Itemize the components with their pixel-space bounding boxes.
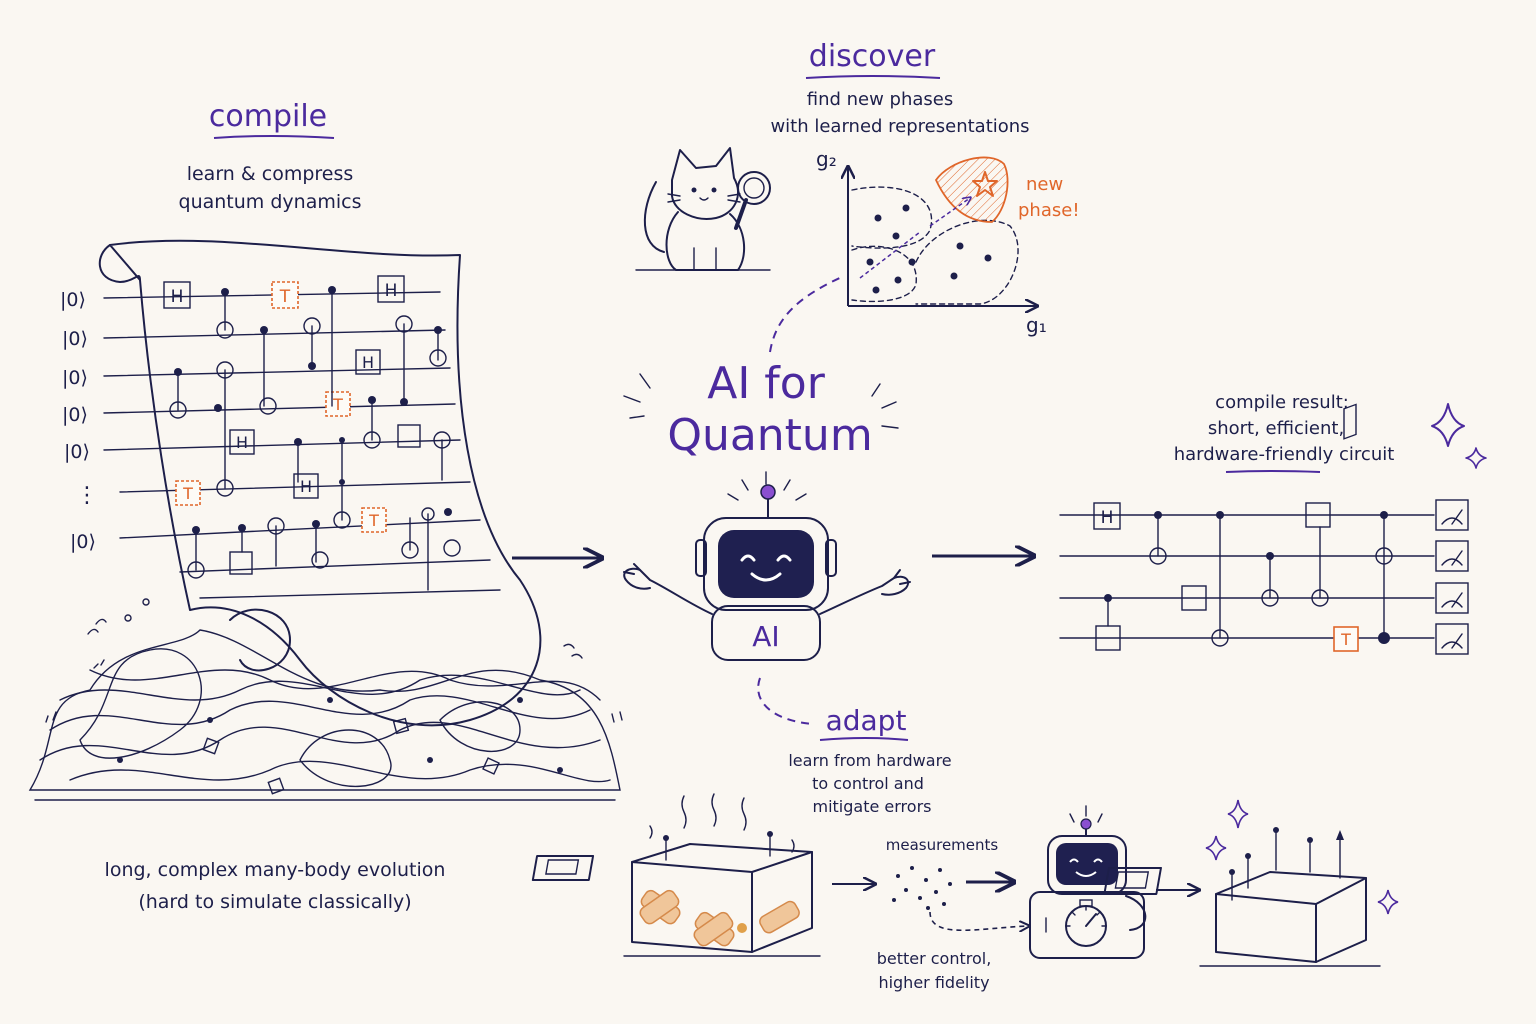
compile-section: compile learn & compress quantum dynamic…: [28, 99, 623, 913]
gate-h-5: H: [300, 477, 312, 496]
discover-subtitle-line1: find new phases: [807, 89, 954, 110]
ket-label-7: |0⟩: [70, 531, 96, 553]
compile-subtitle-line1: learn & compress: [187, 163, 354, 185]
sparkle-icon: [1431, 403, 1465, 447]
robot-chest-label: AI: [752, 620, 779, 653]
center-title-line1: AI for: [707, 358, 825, 409]
gate-h-2: H: [385, 281, 398, 301]
long-circuit-wires: [103, 291, 501, 599]
compile-subtitle-line2: quantum dynamics: [179, 191, 362, 213]
adapt-heading: adapt: [826, 704, 907, 737]
result-caption-underline: [1225, 470, 1321, 473]
circuit-scroll: [98, 239, 542, 727]
new-phase-region: [934, 156, 1009, 223]
ket-label-4: |0⟩: [62, 404, 88, 426]
adapt-subtitle-line2: to control and: [812, 774, 924, 793]
compile-heading-underline: [213, 135, 335, 139]
gate-h-4: H: [236, 433, 248, 452]
gate-h-3: H: [362, 353, 374, 372]
result-caption-line2: short, efficient,: [1208, 418, 1344, 439]
bandaged-chip-box-icon: [531, 793, 813, 953]
sparkle-icon-small: [1465, 447, 1487, 469]
discover-heading: discover: [809, 39, 936, 74]
fixed-chip-box-icon: [1103, 403, 1367, 963]
phase-axis-x-label: g₁: [1026, 313, 1047, 337]
sparkle-icon-adapt-3: [1377, 889, 1399, 915]
compile-heading: compile: [209, 99, 327, 134]
gate-t-3: T: [182, 484, 193, 503]
result-gate-t: T: [1340, 630, 1351, 649]
robot-icon: [1029, 805, 1147, 959]
motion-marks: [45, 598, 623, 723]
center-section: AI for Quantum AI: [623, 358, 911, 661]
ket-label-3: |0⟩: [62, 367, 88, 389]
compile-caption-line1: long, complex many-body evolution: [105, 859, 446, 881]
link-ai-to-adapt: [757, 677, 813, 725]
link-discover-to-ai: [769, 275, 845, 353]
adapt-subtitle-line3: mitigate errors: [813, 797, 932, 816]
dial-icon: [1065, 899, 1107, 947]
gate-t-2: T: [332, 395, 343, 414]
gate-h-1: H: [171, 287, 184, 307]
robot-screen: [718, 530, 814, 598]
adapt-heading-underline: [819, 737, 909, 741]
result-gate-h: H: [1101, 508, 1114, 528]
new-phase-annotation-line2: phase!: [1018, 200, 1080, 221]
adapt-section: adapt learn from hardware to control and…: [531, 403, 1399, 992]
phase-axis-y-label: g₂: [816, 147, 837, 171]
sparkle-icon-adapt-1: [1227, 799, 1249, 829]
result-caption-line1: compile result:: [1215, 392, 1349, 413]
excitement-marks: [623, 373, 899, 429]
ai-robot: AI: [623, 471, 911, 661]
ket-label-2: |0⟩: [62, 328, 88, 350]
result-section: compile result: short, efficient, hardwa…: [1059, 392, 1487, 655]
discover-subtitle-line2: with learned representations: [770, 116, 1029, 137]
gate-t-4: T: [368, 511, 379, 530]
tangled-evolution-pile: [28, 629, 621, 801]
ket-label-1: |0⟩: [60, 289, 86, 311]
phase-diagram: g₂ g₁ new phase!: [816, 147, 1080, 337]
gate-t-1: T: [279, 287, 291, 307]
long-circuit-gates: H T H H T H H T T: [163, 275, 461, 591]
ket-label-ellipsis: ⋮: [76, 483, 98, 508]
sparkle-icon-adapt-2: [1205, 835, 1227, 861]
feedback-link: [929, 911, 1028, 930]
center-title-line2: Quantum: [667, 410, 872, 461]
magnifier-icon: [734, 171, 771, 230]
meter-icon: [1435, 499, 1469, 655]
adapt-outcome-line2: higher fidelity: [878, 973, 989, 992]
robot-antenna-bulb: [760, 484, 776, 500]
discover-heading-underline: [805, 75, 941, 79]
measurement-dots: [892, 866, 952, 910]
compile-caption-line2: (hard to simulate classically): [138, 891, 411, 913]
measurements-label: measurements: [886, 836, 999, 854]
discover-section: discover find new phases with learned re…: [635, 39, 1080, 337]
ket-label-5: |0⟩: [64, 441, 90, 463]
adapt-outcome-line1: better control,: [877, 949, 992, 968]
star-icon: [972, 171, 998, 197]
result-caption-line3: hardware-friendly circuit: [1174, 444, 1395, 465]
adapt-subtitle-line1: learn from hardware: [788, 751, 951, 770]
cat-icon: [635, 147, 771, 271]
new-phase-annotation-line1: new: [1026, 174, 1063, 195]
